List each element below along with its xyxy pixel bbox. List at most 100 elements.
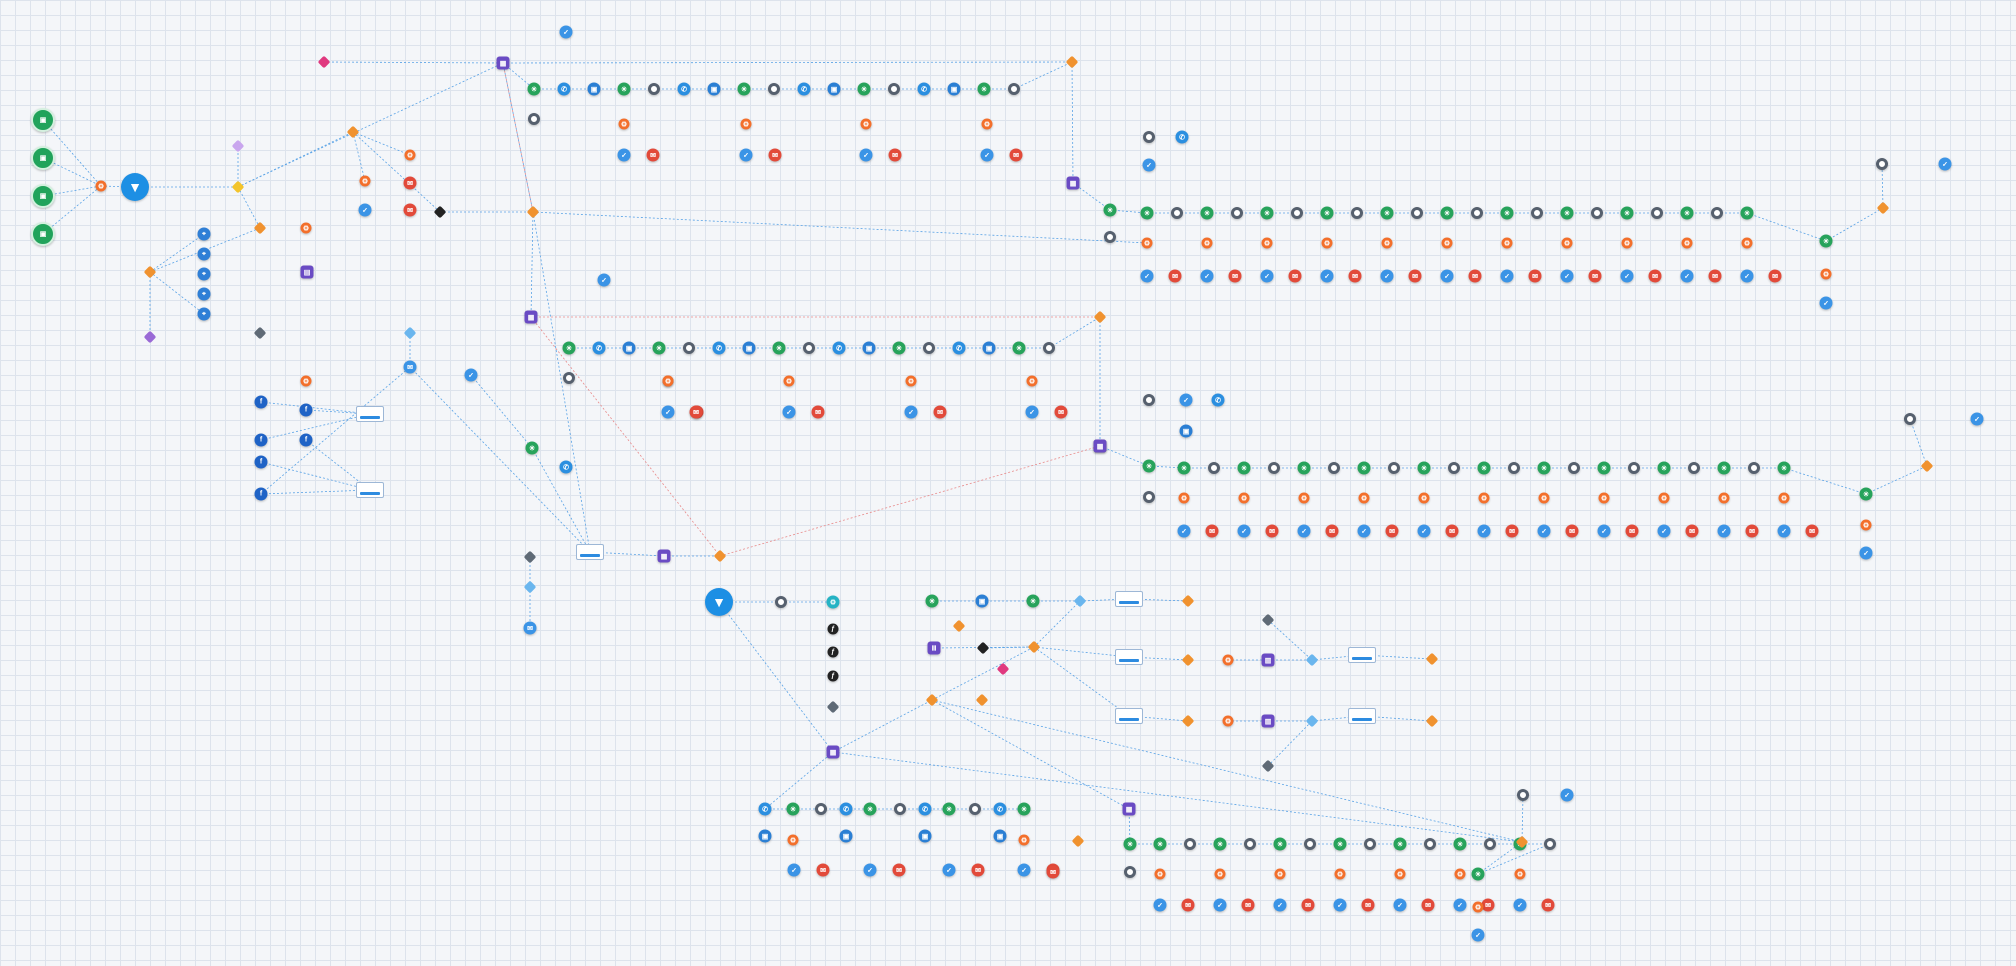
m2z12-node[interactable]: ⚙ [1538, 492, 1550, 504]
w1e12-node[interactable]: ✉ [1541, 898, 1555, 912]
wk2-node[interactable]: f [254, 433, 268, 447]
m1e8-node[interactable]: ✉ [1408, 269, 1422, 283]
bz3-node[interactable]: ⚙ [1018, 834, 1030, 846]
r2_2-node[interactable]: ▣ [622, 341, 636, 355]
vipd2-node[interactable] [523, 580, 537, 594]
r1_0-node[interactable]: ✳ [527, 82, 541, 96]
m1_13-node[interactable] [1531, 207, 1543, 219]
rehab-card[interactable] [1115, 649, 1143, 665]
w1z0-node[interactable]: ⚙ [1154, 868, 1166, 880]
r1m1-node[interactable]: ✓ [739, 148, 753, 162]
refer-node[interactable] [143, 330, 157, 344]
r1z2-node[interactable]: ⚙ [860, 118, 872, 130]
bc6-node[interactable]: ✆ [993, 802, 1007, 816]
m1m0-node[interactable]: ✓ [1140, 269, 1154, 283]
bc3-node[interactable]: ▣ [839, 829, 853, 843]
r1_10-node[interactable]: ▣ [827, 82, 841, 96]
r2e1-node[interactable]: ✉ [811, 405, 825, 419]
m1z20-node[interactable]: ⚙ [1741, 237, 1753, 249]
m1_1-node[interactable] [1171, 207, 1183, 219]
m2_4-node[interactable]: ✳ [1297, 461, 1311, 475]
r1_13-node[interactable]: ✆ [917, 82, 931, 96]
b3-node[interactable]: ƒ [827, 670, 839, 682]
validate-node[interactable] [231, 180, 245, 194]
m2e10-node[interactable]: ✉ [1505, 524, 1519, 538]
w1_7-node[interactable] [1364, 838, 1376, 850]
dispo-node[interactable] [143, 265, 157, 279]
be9-node[interactable]: ✉ [1046, 865, 1060, 879]
r2e2-node[interactable]: ✉ [933, 405, 947, 419]
z2-node[interactable]: ⚙ [404, 149, 416, 161]
m2z16-node[interactable]: ⚙ [1658, 492, 1670, 504]
w1z4-node[interactable]: ⚙ [1274, 868, 1286, 880]
m1z10-node[interactable]: ⚙ [1441, 237, 1453, 249]
mz-node[interactable]: ✉ [689, 405, 703, 419]
lp1-card[interactable] [356, 406, 384, 422]
wk1-node[interactable]: f [254, 395, 268, 409]
ot-node[interactable]: ⚙ [826, 595, 840, 609]
m1z8-node[interactable]: ⚙ [1381, 237, 1393, 249]
w1m6-node[interactable]: ✓ [1333, 898, 1347, 912]
r1e2-node[interactable]: ✉ [888, 148, 902, 162]
w1e6-node[interactable]: ✉ [1361, 898, 1375, 912]
r2w-node[interactable] [563, 372, 575, 384]
m1m4-node[interactable]: ✓ [1260, 269, 1274, 283]
ct1-node[interactable]: ✳ [925, 594, 939, 608]
bw0-node[interactable] [815, 803, 827, 815]
loc4-node[interactable]: ⌖ [197, 287, 211, 301]
w1z8-node[interactable]: ⚙ [1394, 868, 1406, 880]
cust-node[interactable] [231, 139, 245, 153]
r1_7-node[interactable]: ✳ [737, 82, 751, 96]
bc0-node[interactable]: ✆ [758, 802, 772, 816]
r2m2-node[interactable]: ✓ [904, 405, 918, 419]
m1_11-node[interactable] [1471, 207, 1483, 219]
hub8-node[interactable]: ▦ [1122, 802, 1136, 816]
hub2-node[interactable]: ▦ [1066, 176, 1080, 190]
e1-node[interactable]: ✉ [403, 176, 417, 190]
mw2-node[interactable] [1104, 231, 1116, 243]
loc1-node[interactable]: ⌖ [197, 227, 211, 241]
r1m3-node[interactable]: ✓ [980, 148, 994, 162]
gd2-node[interactable] [1261, 759, 1275, 773]
m2_15-node[interactable] [1628, 462, 1640, 474]
loc3-node[interactable]: ⌖ [197, 267, 211, 281]
fin2-card[interactable] [1348, 708, 1376, 724]
m1_20-node[interactable]: ✳ [1740, 206, 1754, 220]
ct2-node[interactable]: ▣ [975, 594, 989, 608]
m2_9-node[interactable] [1448, 462, 1460, 474]
hub7-node[interactable]: ▦ [826, 745, 840, 759]
m2_8-node[interactable]: ✳ [1417, 461, 1431, 475]
zap0-node[interactable]: ⚙ [95, 180, 107, 192]
m2z8-node[interactable]: ⚙ [1418, 492, 1430, 504]
w1z6-node[interactable]: ⚙ [1334, 868, 1346, 880]
skipm1-node[interactable]: ✓ [1938, 157, 1952, 171]
addtag1-node[interactable]: ✳ [1819, 234, 1833, 248]
r2m0-node[interactable]: ✓ [661, 405, 675, 419]
skip3-node[interactable] [1517, 789, 1529, 801]
m2e4-node[interactable]: ✉ [1325, 524, 1339, 538]
r1m0-node[interactable]: ✓ [617, 148, 631, 162]
bd9-node[interactable] [1071, 834, 1085, 848]
fin1-card[interactable] [1348, 647, 1376, 663]
mt0-node[interactable]: ✓ [1142, 158, 1156, 172]
m2e2-node[interactable]: ✉ [1265, 524, 1279, 538]
w1e10-node[interactable]: ✉ [1481, 898, 1495, 912]
w1_10-node[interactable]: ✳ [1453, 837, 1467, 851]
vip-card[interactable] [576, 544, 604, 560]
r2z2-node[interactable]: ⚙ [905, 375, 917, 387]
m2_2-node[interactable]: ✳ [1237, 461, 1251, 475]
dzap-node[interactable]: ⚙ [300, 222, 312, 234]
tagz1-node[interactable]: ⚙ [1820, 268, 1832, 280]
bm0-node[interactable]: ✓ [787, 863, 801, 877]
blk-node[interactable] [976, 641, 990, 655]
w1_0-node[interactable]: ✳ [1153, 837, 1167, 851]
w0b-node[interactable] [1124, 866, 1136, 878]
r1z3-node[interactable]: ⚙ [981, 118, 993, 130]
r1_8-node[interactable] [768, 83, 780, 95]
m1e0-node[interactable]: ✉ [1168, 269, 1182, 283]
r2m1-node[interactable]: ✓ [782, 405, 796, 419]
m2_5-node[interactable] [1328, 462, 1340, 474]
w1_8-node[interactable]: ✳ [1393, 837, 1407, 851]
r1w-node[interactable] [528, 113, 540, 125]
b1-node[interactable]: ƒ [827, 623, 839, 635]
